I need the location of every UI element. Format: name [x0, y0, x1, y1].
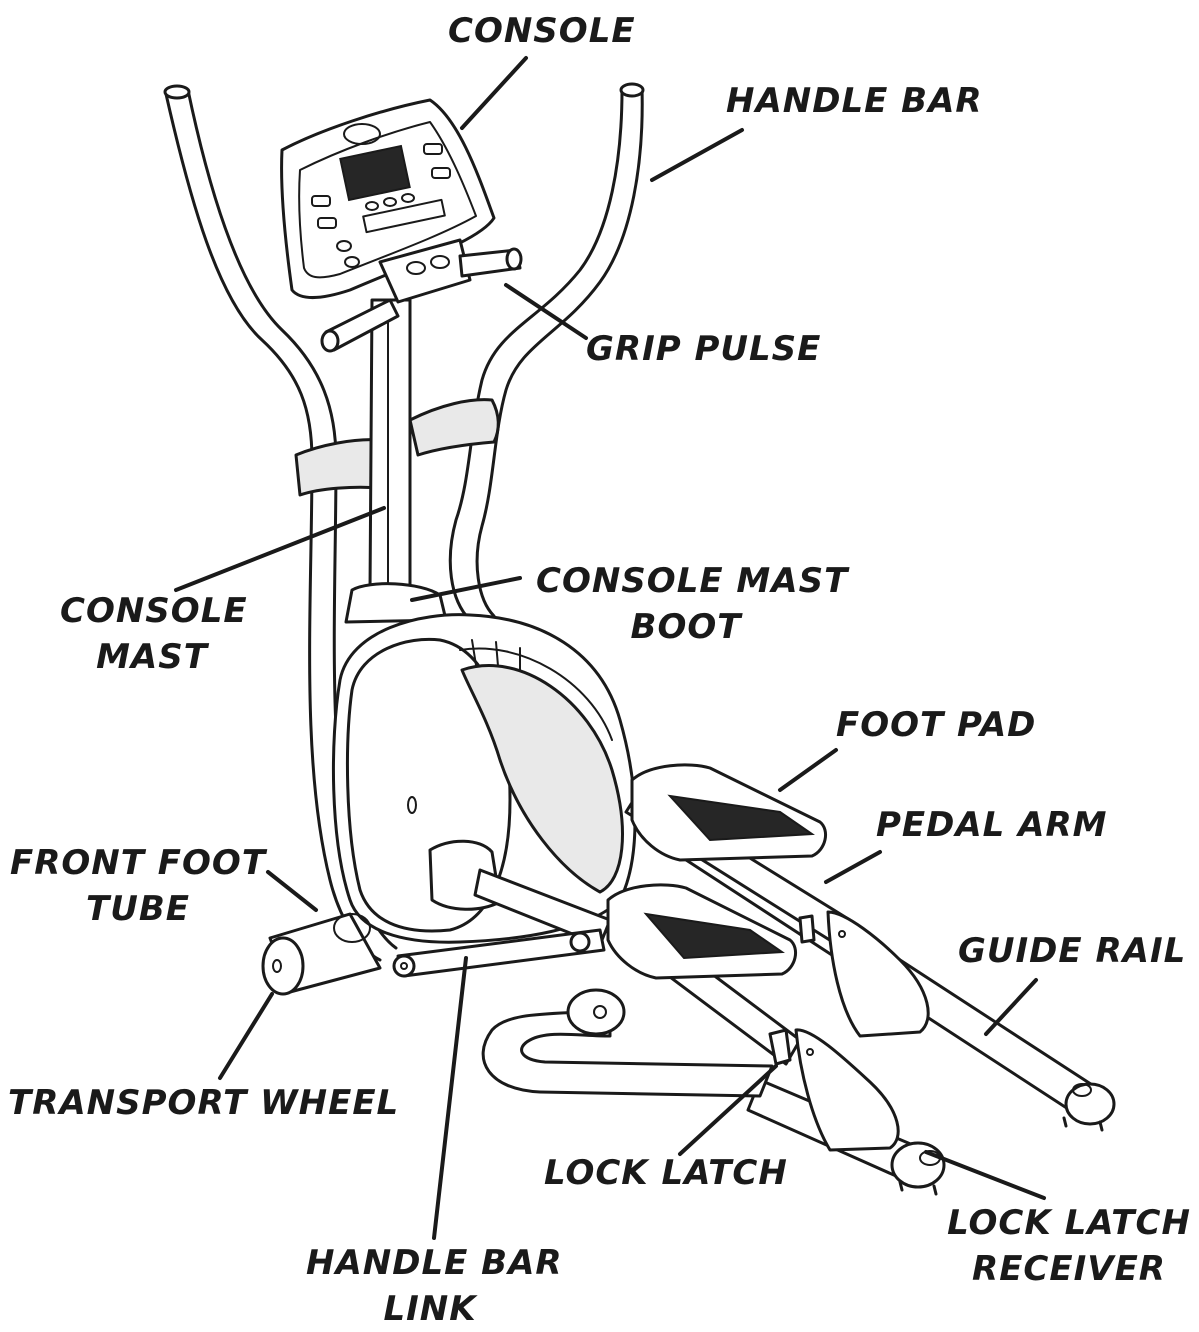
- label-lock-latch: LOCK LATCH: [544, 1153, 788, 1193]
- leader-pedal-arm: [824, 850, 882, 884]
- console-part: [280, 98, 523, 353]
- leader-lines: [174, 56, 1046, 1240]
- leader-transport-wheel: [218, 992, 274, 1080]
- handle-bar-link-part: [392, 928, 606, 978]
- leader-front-foot-tube: [266, 870, 318, 912]
- leader-lock-latch: [678, 1064, 778, 1156]
- leader-guide-rail: [984, 978, 1038, 1036]
- label-guide-rail: GUIDE RAIL: [958, 931, 1187, 971]
- leader-lock-latch-receiver: [924, 1150, 1046, 1200]
- base-tube-part: [481, 988, 774, 1098]
- label-pedal-arm: PEDAL ARM: [876, 805, 1108, 845]
- label-console: CONSOLE: [448, 11, 636, 51]
- label-lock-latch-receiver: LOCK LATCH RECEIVER: [947, 1203, 1191, 1289]
- label-grip-pulse: GRIP PULSE: [586, 329, 822, 369]
- leader-console: [460, 56, 528, 130]
- crank-part: [428, 839, 612, 947]
- console-mast-part: [344, 298, 448, 624]
- label-foot-pad: FOOT PAD: [836, 705, 1037, 745]
- label-handle-bar-link: HANDLE BAR LINK: [306, 1243, 563, 1329]
- leader-console-mast-boot: [410, 576, 522, 602]
- label-console-mast-boot: CONSOLE MAST BOOT: [536, 561, 849, 647]
- front-foot-tube-part: [261, 912, 382, 996]
- leader-foot-pad: [778, 748, 838, 792]
- label-handle-bar: HANDLE BAR: [726, 81, 983, 121]
- leader-handle-bar-link: [432, 956, 468, 1240]
- leader-console-mast: [174, 506, 386, 592]
- label-console-mast: CONSOLE MAST: [60, 591, 248, 677]
- leader-handle-bar: [650, 128, 744, 182]
- label-front-foot-tube: FRONT FOOT TUBE: [10, 843, 267, 929]
- foot-pad-part: [606, 763, 828, 980]
- label-transport-wheel: TRANSPORT WHEEL: [8, 1083, 400, 1123]
- leader-grip-pulse: [504, 283, 588, 340]
